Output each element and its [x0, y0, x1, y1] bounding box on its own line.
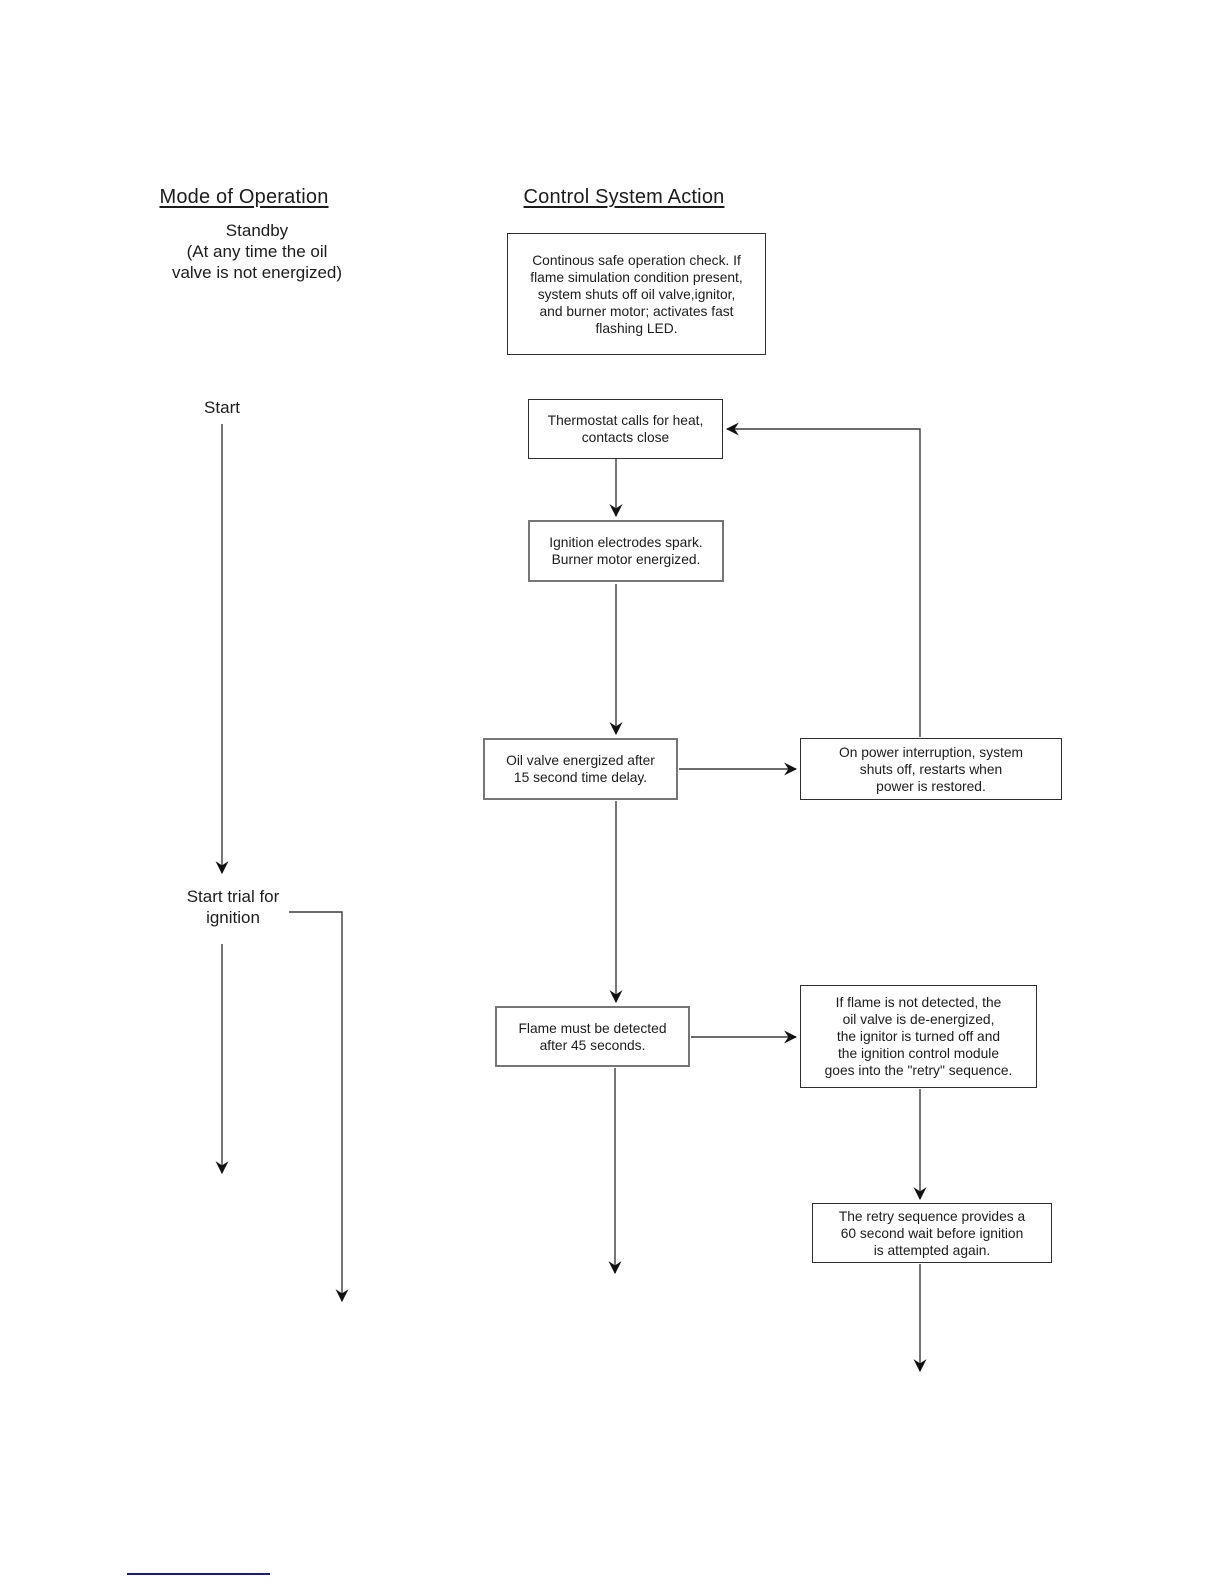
footer-rule	[127, 1573, 270, 1575]
mode-label-standby: Standby (At any time the oil valve is no…	[171, 221, 343, 282]
mode-label-start-trial-for-ignition: Start trial for ignition	[186, 887, 280, 927]
connector-power-feedback-to-thermostat	[725, 422, 921, 737]
flow-box-power-interruption: On power interruption, system shuts off,…	[800, 738, 1062, 800]
column-heading-mode-of-operation: Mode of Operation	[159, 186, 329, 208]
flow-box-flame-must-be-detected: Flame must be detected after 45 seconds.	[495, 1006, 690, 1067]
flow-box-retry-sequence: The retry sequence provides a 60 second …	[812, 1203, 1052, 1263]
flow-box-thermostat-calls-for-heat: Thermostat calls for heat, contacts clos…	[528, 399, 723, 459]
flow-box-flame-not-detected: If flame is not detected, the oil valve …	[800, 985, 1037, 1088]
connector-start-trial-elbow-arrow	[289, 911, 349, 1303]
flow-box-safe-operation-check: Continous safe operation check. If flame…	[507, 233, 766, 355]
flow-box-oil-valve-energized: Oil valve energized after 15 second time…	[483, 738, 678, 800]
mode-label-start: Start	[204, 398, 240, 417]
flow-box-ignition-electrodes-spark: Ignition electrodes spark. Burner motor …	[528, 520, 724, 582]
column-heading-control-system-action: Control System Action	[523, 186, 725, 208]
